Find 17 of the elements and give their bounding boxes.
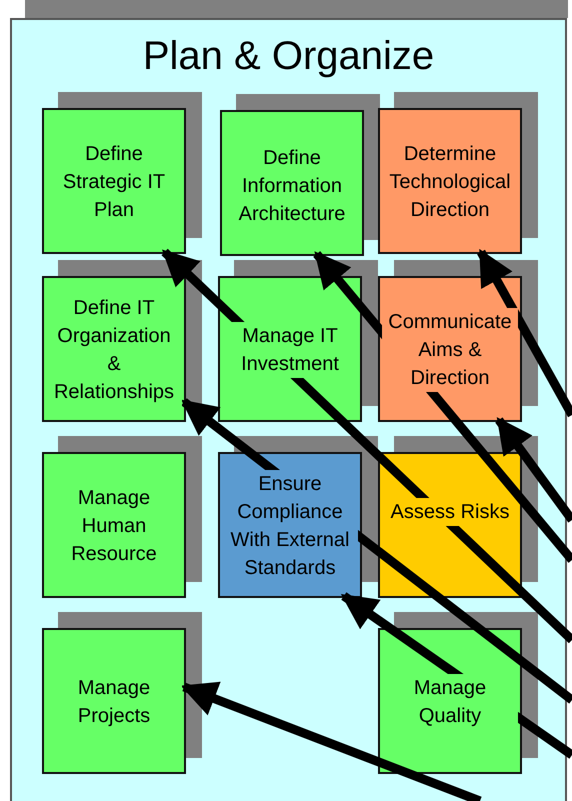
process-box [218,452,362,598]
process-box [42,628,186,774]
process-box [220,110,364,256]
process-box [378,276,522,422]
panel-title: Plan & Organize [142,34,436,79]
process-label: Communicate Aims & Direction [382,308,518,392]
arrow [495,417,572,523]
process-box [378,108,522,254]
process-label: Assess Risks [388,498,512,526]
process-box [42,452,186,598]
process-box [42,108,186,254]
process-box [218,276,362,422]
group-panel [10,18,567,801]
arrow [180,682,482,801]
process-box [378,628,522,774]
arrow [477,248,572,418]
process-box [42,276,186,422]
